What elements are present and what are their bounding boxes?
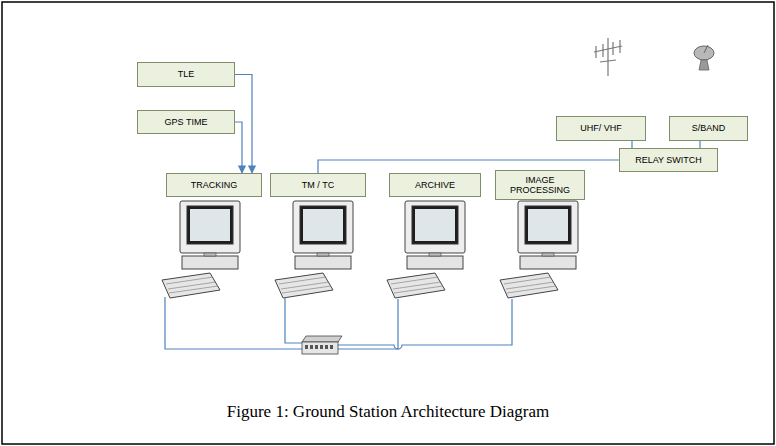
computer — [500, 201, 578, 298]
box-label: IMAGE PROCESSING — [496, 175, 584, 196]
connector — [631, 141, 632, 148]
process-box: ARCHIVE — [389, 173, 481, 197]
box-label: UHF/ VHF — [577, 123, 625, 133]
box-label: ARCHIVE — [412, 180, 458, 190]
computer — [387, 201, 465, 298]
connector — [235, 122, 242, 173]
antenna-box: S/BAND — [669, 116, 748, 141]
dish-antenna — [694, 45, 714, 70]
process-box: IMAGE PROCESSING — [495, 170, 585, 200]
connector — [235, 75, 252, 174]
figure-caption: Figure 1: Ground Station Architecture Di… — [0, 402, 776, 422]
network-cable — [165, 297, 512, 349]
box-label: TLE — [175, 69, 198, 79]
network-switch — [302, 336, 342, 354]
computer — [275, 201, 353, 298]
yagi-antenna — [594, 38, 622, 76]
input-box: GPS TIME — [137, 110, 235, 134]
process-box: TRACKING — [166, 173, 262, 197]
switch-box: RELAY SWITCH — [619, 148, 718, 172]
connector — [699, 141, 700, 148]
computer — [162, 201, 240, 298]
antenna-box: UHF/ VHF — [556, 116, 646, 141]
box-label: TM / TC — [299, 180, 337, 190]
input-box: TLE — [137, 62, 235, 87]
box-label: RELAY SWITCH — [632, 155, 705, 165]
box-label: TRACKING — [188, 180, 241, 190]
box-label: S/BAND — [689, 123, 729, 133]
process-box: TM / TC — [270, 173, 366, 197]
box-label: GPS TIME — [162, 117, 211, 127]
